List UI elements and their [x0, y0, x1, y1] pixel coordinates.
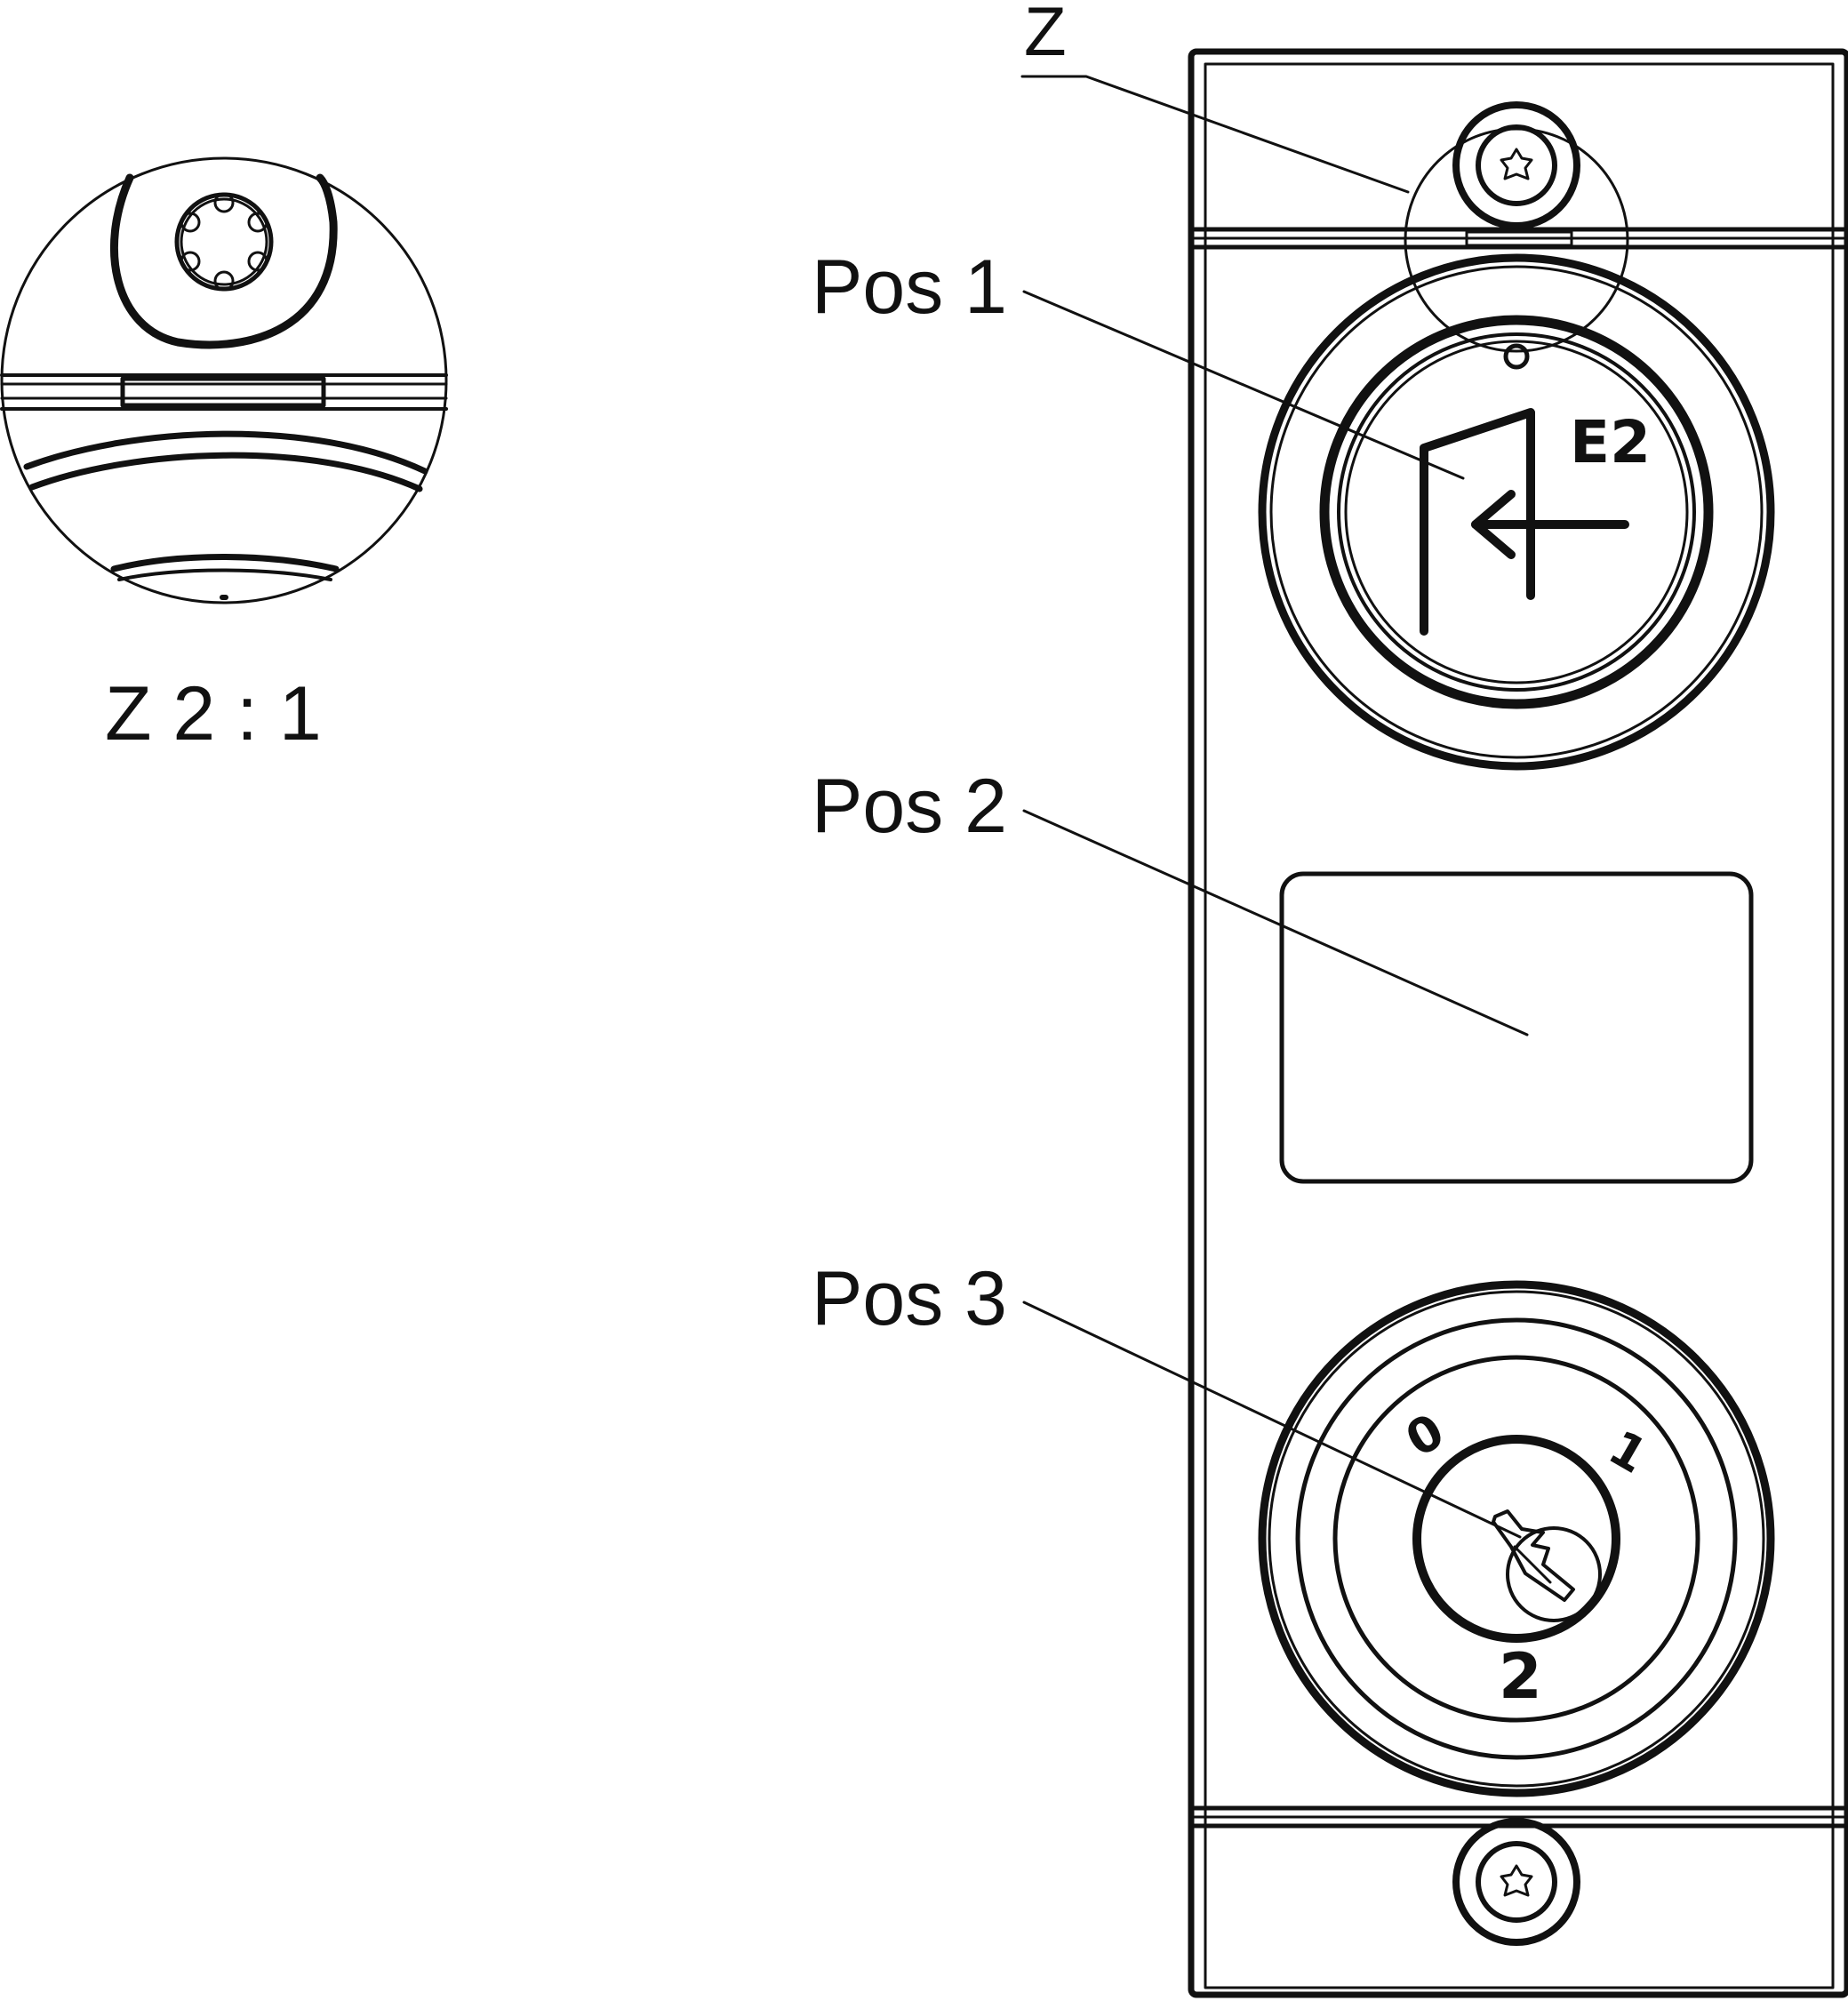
pos1-push-button: [1258, 253, 1775, 771]
key-position-2: 2: [1499, 1640, 1542, 1713]
enclosure-housing: [1188, 48, 1848, 1998]
key-position-1: 1: [1600, 1420, 1657, 1485]
pos3-label: Pos 3: [812, 1256, 1007, 1341]
pos3-key-switch: [1258, 1280, 1775, 1797]
detail-scale-label: Z 2 : 1: [105, 671, 322, 756]
key-icon: [1492, 1509, 1602, 1622]
top-screw-icon: [1452, 101, 1580, 229]
leader-lines: [1020, 75, 1529, 1539]
bottom-screw-icon: [1452, 1818, 1580, 1946]
emergency-exit-arrow-icon: [1420, 408, 1629, 636]
pos1-label: Pos 1: [812, 244, 1007, 330]
key-position-0: 0: [1396, 1403, 1453, 1468]
detail-marker-label: Z: [1024, 0, 1067, 70]
torx-screw-icon: [174, 192, 274, 292]
detail-z-circle: [1404, 127, 1629, 353]
pos2-label-window: [1279, 871, 1754, 1184]
pos2-label: Pos 2: [812, 764, 1007, 849]
e2-symbol-text: E2: [1570, 408, 1651, 476]
detail-z-view: [0, 156, 448, 604]
